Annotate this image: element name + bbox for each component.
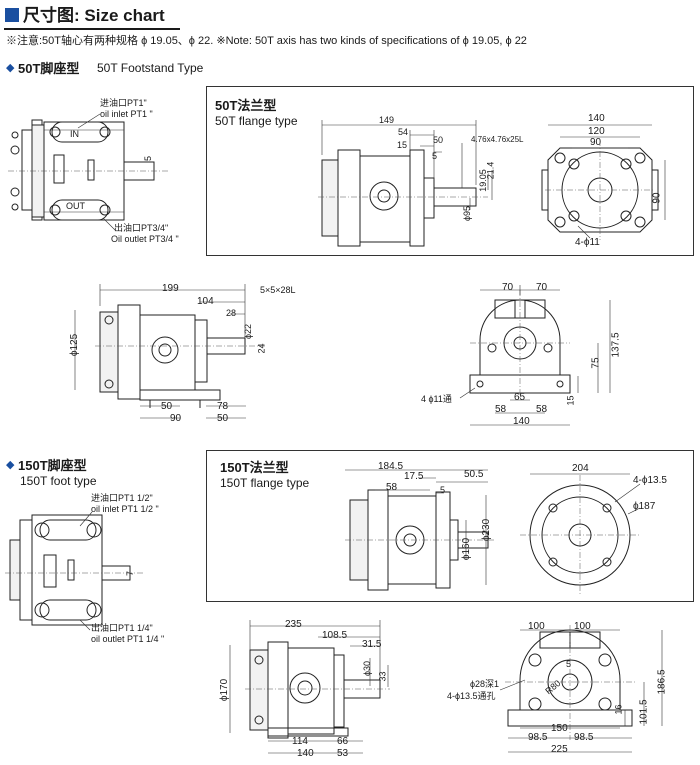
dim-100-a: 100 (528, 621, 545, 632)
dim-90-b: 90 (170, 413, 182, 424)
dim-90-h: 90 (590, 137, 602, 148)
out-port-label: OUT (66, 201, 85, 211)
spec-note: ※注意:50T轴心有两种规格 ϕ 19.05、ϕ 22. ※Note: 50T … (6, 35, 527, 47)
dim-108-5: 108.5 (322, 630, 348, 641)
dim-114: 114 (292, 736, 308, 747)
section-150t-title-en: 150T foot type (20, 474, 97, 488)
dim-98-5-b: 98.5 (574, 732, 594, 743)
pump-150t-flange-front (520, 473, 641, 595)
dim-225: 225 (551, 744, 568, 755)
pump-50t-flange-side (318, 120, 493, 247)
dim-5: 5 (432, 151, 438, 161)
header-square-icon (5, 8, 19, 22)
diamond-icon: ◆ (6, 62, 15, 74)
dim-phi28: ϕ28深1 (470, 679, 500, 689)
dim-120: 120 (588, 126, 605, 137)
dim-140-150: 140 (297, 748, 314, 759)
dim-53: 53 (337, 748, 349, 759)
dim-58-b: 58 (536, 404, 548, 415)
dim-key: 4.76x4.76x25L (471, 135, 524, 144)
pump-150t-top-view (5, 511, 143, 631)
dim-65: 65 (514, 392, 526, 403)
section-50t-title-en: 50T Footstand Type (97, 61, 204, 75)
flange-50t-title-en: 50T flange type (215, 114, 298, 128)
diamond-icon-150: ◆ (6, 459, 15, 471)
dim-70-a: 70 (502, 282, 514, 293)
dim-phi187: ϕ187 (633, 501, 656, 512)
dim-149: 149 (379, 115, 395, 125)
pump-50t-foot-front (459, 285, 611, 426)
dim-100-b: 100 (574, 621, 591, 632)
dim-4-phi13-5: 4-ϕ13.5 (633, 475, 667, 486)
inlet-150t-cn: 进油口PT1 1/2" (91, 493, 153, 503)
dim-17-5: 17.5 (404, 471, 424, 482)
dim-204: 204 (572, 463, 589, 474)
dim-50: 50 (433, 135, 444, 145)
dim-4-phi11: 4-ϕ11 (575, 237, 600, 248)
dim-54: 54 (398, 127, 409, 137)
dim-28: 28 (226, 308, 237, 318)
pump-50t-foot-side (74, 284, 265, 419)
pump-50t-top-view (8, 113, 168, 231)
flange-150t-box (206, 450, 694, 602)
pump-150t-foot-front (499, 625, 663, 753)
inlet-50t-en: oil inlet PT1 " (100, 109, 153, 119)
dim-50-a: 50 (161, 401, 173, 412)
pump-150t-foot-side (229, 620, 390, 754)
pump-50t-flange-front (541, 124, 666, 240)
title-underline (4, 28, 180, 30)
page-title: 尺寸图: Size chart (23, 6, 165, 25)
dim-58: 58 (386, 482, 398, 493)
dim-98-5-a: 98.5 (528, 732, 548, 743)
dim-66: 66 (337, 736, 349, 747)
inlet-150t-en: oil inlet PT1 1/2 " (91, 504, 159, 514)
dim-199: 199 (162, 283, 179, 294)
flange-50t-title-cn: 50T法兰型 (215, 98, 277, 113)
dim-58-a: 58 (495, 404, 507, 415)
dim-15: 15 (397, 140, 408, 150)
dim-key-28l: 5×5×28L (260, 285, 296, 295)
dim-184-5: 184.5 (378, 461, 404, 472)
flange-150t-title-cn: 150T法兰型 (220, 460, 289, 475)
section-50t-title-cn: 50T脚座型 (18, 61, 80, 76)
flange-50t-box (206, 86, 694, 256)
dim-50-b: 50 (217, 413, 229, 424)
outlet-50t-cn: 出油口PT3/4" (114, 223, 169, 233)
in-port-label: IN (70, 129, 79, 139)
pump-150t-flange-side (345, 469, 495, 591)
dim-4-phi13-5-thru: 4-ϕ13.5通孔 (447, 691, 496, 701)
outlet-50t-en: Oil outlet PT3/4 " (111, 234, 179, 244)
dim-4-phi11-thru: 4 ϕ11通 (421, 394, 452, 404)
dim-104: 104 (197, 296, 214, 307)
dim-78: 78 (217, 401, 229, 412)
dim-235: 235 (285, 619, 302, 630)
dim-70-b: 70 (536, 282, 548, 293)
dim-5-150: 5 (440, 485, 446, 495)
outlet-150t-cn: 出油口PT1 1/4" (91, 623, 153, 633)
inlet-50t-cn: 进油口PT1" (100, 98, 147, 108)
dim-150-f: 150 (551, 723, 568, 734)
dim-140-top: 140 (588, 113, 605, 124)
outlet-150t-en: oil outlet PT1 1/4 " (91, 634, 165, 644)
dim-31-5: 31.5 (362, 639, 382, 650)
dim-50-5: 50.5 (464, 469, 484, 480)
dim-140-bottom: 140 (513, 416, 530, 427)
flange-150t-title-en: 150T flange type (220, 476, 310, 490)
section-150t-title-cn: 150T脚座型 (18, 458, 87, 473)
dim-5-150f: 5 (566, 659, 572, 669)
